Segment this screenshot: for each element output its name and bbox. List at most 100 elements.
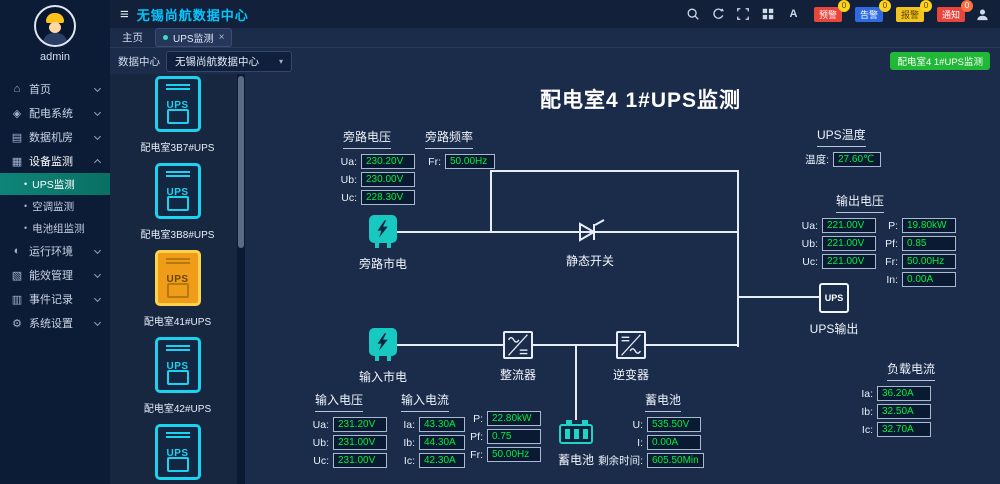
value-field: 32.70A [877, 422, 931, 437]
connector-line [397, 231, 737, 233]
section-label: 输出电压 [836, 192, 885, 213]
sidebar-item-power-system[interactable]: ◈ 配电系统 [0, 101, 110, 125]
monitor-link-button[interactable]: 配电室4 1#UPS监测 [890, 52, 990, 70]
value-label: U: [632, 418, 644, 431]
value-label: P: [473, 412, 483, 425]
value-field: 50.00Hz [902, 254, 956, 269]
ups-cabinet-icon-selected: UPS [154, 250, 201, 306]
sidebar-subitem-ups-monitor[interactable]: UPS监测 [0, 173, 110, 195]
value-field: 22.80kW [487, 411, 541, 426]
ups-diagram: 配电室4 1#UPS监测 旁路电压 Ua:230.20V Ub:230.00V … [245, 74, 1000, 484]
section-label: 负载电流 [887, 360, 936, 381]
sidebar-item-events[interactable]: ▥ 事件记录 [0, 287, 110, 311]
app-title: 无锡尚航数据中心 [136, 7, 249, 23]
sidebar-subitem-ac-monitor[interactable]: 空调监测 [0, 195, 110, 217]
sidebar-item-settings[interactable]: ⚙ 系统设置 [0, 311, 110, 335]
sidebar-item-energy[interactable]: ▧ 能效管理 [0, 263, 110, 287]
hamburger-menu-icon[interactable]: ≡ [120, 5, 129, 23]
chevron-down-icon [93, 246, 102, 254]
battery-icon [559, 420, 593, 444]
value-field: 605.50Min [647, 453, 704, 468]
warning-badge[interactable]: 预警 0 [813, 0, 850, 22]
user-icon[interactable] [975, 7, 990, 22]
event-log-icon: ▥ [11, 293, 23, 306]
lightning-bolt-icon [377, 220, 388, 238]
environment-icon: ◐ [13, 245, 21, 257]
value-field: 44.30A [419, 435, 465, 450]
value-field: 0.75 [487, 429, 541, 444]
sidebar-menu: ⌂ 首页 ◈ 配电系统 ▤ 数据机房 ▦ 设备监测 UPS监测 空调监测 电池组… [0, 77, 110, 335]
ups-list-item[interactable]: UPS 配电室3B7#UPS [110, 76, 245, 154]
section-label: 蓄电池 [645, 391, 682, 412]
sidebar-item-home[interactable]: ⌂ 首页 [0, 77, 110, 101]
refresh-icon[interactable] [711, 7, 726, 22]
node-label: 蓄电池 [557, 453, 594, 467]
toolbar: 数据中心 无锡尚航数据中心 ▾ 配电室4 1#UPS监测 [110, 48, 1000, 74]
input-voltage-group: 输入电压 Ua:231.20V Ub:231.00V Uc:231.00V [309, 391, 387, 471]
value-label: Ic: [403, 454, 415, 467]
value-field: 43.30A [419, 417, 465, 432]
user-profile[interactable]: admin [0, 0, 110, 65]
ups-list-item[interactable]: UPS 配电室42#UPS [110, 337, 245, 415]
chevron-up-icon [93, 158, 102, 167]
value-field: 221.00V [822, 254, 876, 269]
output-voltage-group: 输出电压 Ua:221.00V Ub:221.00V Uc:221.00V P:… [798, 192, 956, 290]
ups-cabinet-text: UPS [166, 186, 189, 198]
value-field: 221.00V [822, 236, 876, 251]
connector-line [737, 170, 739, 347]
ups-cabinet-icon: UPS [154, 424, 201, 480]
sidebar-item-label: 首页 [29, 84, 51, 96]
ups-list-item[interactable]: UPS [110, 424, 245, 484]
input-mains-icon [369, 328, 397, 361]
username: admin [40, 51, 70, 63]
chevron-down-icon [93, 318, 102, 326]
sidebar-item-environment[interactable]: ◐ 运行环境 [0, 239, 110, 263]
alert-badge[interactable]: 告警 0 [854, 0, 891, 22]
datacenter-select[interactable]: 无锡尚航数据中心 ▾ [166, 50, 292, 72]
ups-list-item[interactable]: UPS 配电室3B8#UPS [110, 163, 245, 241]
tab-close-icon[interactable]: × [218, 32, 225, 43]
chevron-down-icon [93, 294, 102, 302]
scrollbar-track[interactable] [237, 74, 245, 484]
tab-ups-monitor[interactable]: UPS监测 × [155, 28, 233, 47]
static-switch-node: 静态开关 [548, 219, 632, 269]
sidebar-item-data-room[interactable]: ▤ 数据机房 [0, 125, 110, 149]
sidebar-item-device-monitor[interactable]: ▦ 设备监测 [0, 149, 110, 173]
ups-cabinet-text: UPS [166, 273, 189, 285]
notification-badge[interactable]: 通知 0 [936, 0, 973, 22]
search-icon[interactable] [686, 7, 701, 22]
ups-output-node: UPS UPS输出 [804, 283, 864, 337]
breadcrumb-home[interactable]: 主页 [122, 32, 143, 44]
chevron-down-icon [93, 132, 102, 140]
connector-line [397, 344, 739, 346]
ups-list-item-selected[interactable]: UPS 配电室41#UPS [110, 250, 245, 328]
power-system-icon: ◈ [12, 107, 22, 120]
inverter-node: 逆变器 [603, 331, 659, 383]
sidebar-item-label: 设备监测 [29, 156, 73, 168]
avatar[interactable] [34, 5, 76, 47]
node-label: 逆变器 [612, 368, 649, 382]
font-size-icon[interactable]: A [789, 8, 798, 20]
value-field: 231.20V [333, 417, 387, 432]
value-field: 535.50V [647, 417, 701, 432]
load-current-group: 负载电流 Ia:36.20A Ib:32.50A Ic:32.70A [853, 360, 936, 440]
scrollbar-thumb[interactable] [238, 76, 244, 248]
ups-cabinet-icon: UPS [154, 337, 201, 393]
rectifier-icon [503, 331, 533, 359]
badge-count: 0 [961, 0, 973, 12]
ups-cabinet-text: UPS [166, 99, 189, 111]
value-label: Ia: [403, 418, 415, 431]
avatar-hat [46, 13, 64, 23]
badge-count: 0 [919, 0, 932, 12]
alarm-badge[interactable]: 报警 0 [895, 0, 932, 22]
value-label: Fr: [470, 448, 483, 461]
battery-node: 蓄电池 [552, 418, 600, 468]
sidebar-subitem-battery-monitor[interactable]: 电池组监测 [0, 217, 110, 239]
layout-grid-icon[interactable] [761, 7, 776, 22]
node-label: 整流器 [499, 368, 536, 382]
lightning-bolt-icon [377, 333, 388, 351]
chevron-down-icon [93, 108, 102, 116]
inverter-icon [616, 331, 646, 359]
fullscreen-icon[interactable] [736, 7, 751, 22]
value-label: P: [888, 219, 898, 232]
